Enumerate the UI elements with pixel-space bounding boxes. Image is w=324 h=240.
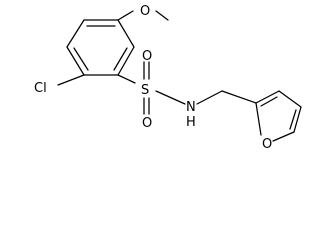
sulfur-nitrogen-bond: [155, 90, 186, 105]
furan-ring: [255, 90, 302, 142]
atom-oxygen-sulfonyl-bottom: O: [142, 116, 152, 131]
benzene-ring: [66, 19, 135, 76]
atom-oxygen-methoxy: O: [140, 4, 150, 19]
ring-sulfur-bond: [117, 74, 136, 84]
structure-diagram: Cl O S O O N H O: [34, 4, 302, 152]
chloro-bond: [57, 74, 85, 86]
methylene-linker: [196, 90, 257, 105]
atom-oxygen-furan: O: [262, 137, 272, 152]
atom-chlorine: Cl: [34, 81, 47, 96]
atom-oxygen-sulfonyl-top: O: [142, 49, 152, 64]
sulfonyl-bonds: [143, 61, 150, 115]
atom-sulfur: S: [141, 83, 149, 98]
methoxy-group: [117, 10, 169, 21]
atom-nitrogen: N: [186, 100, 196, 115]
atom-hydrogen: H: [186, 115, 196, 130]
